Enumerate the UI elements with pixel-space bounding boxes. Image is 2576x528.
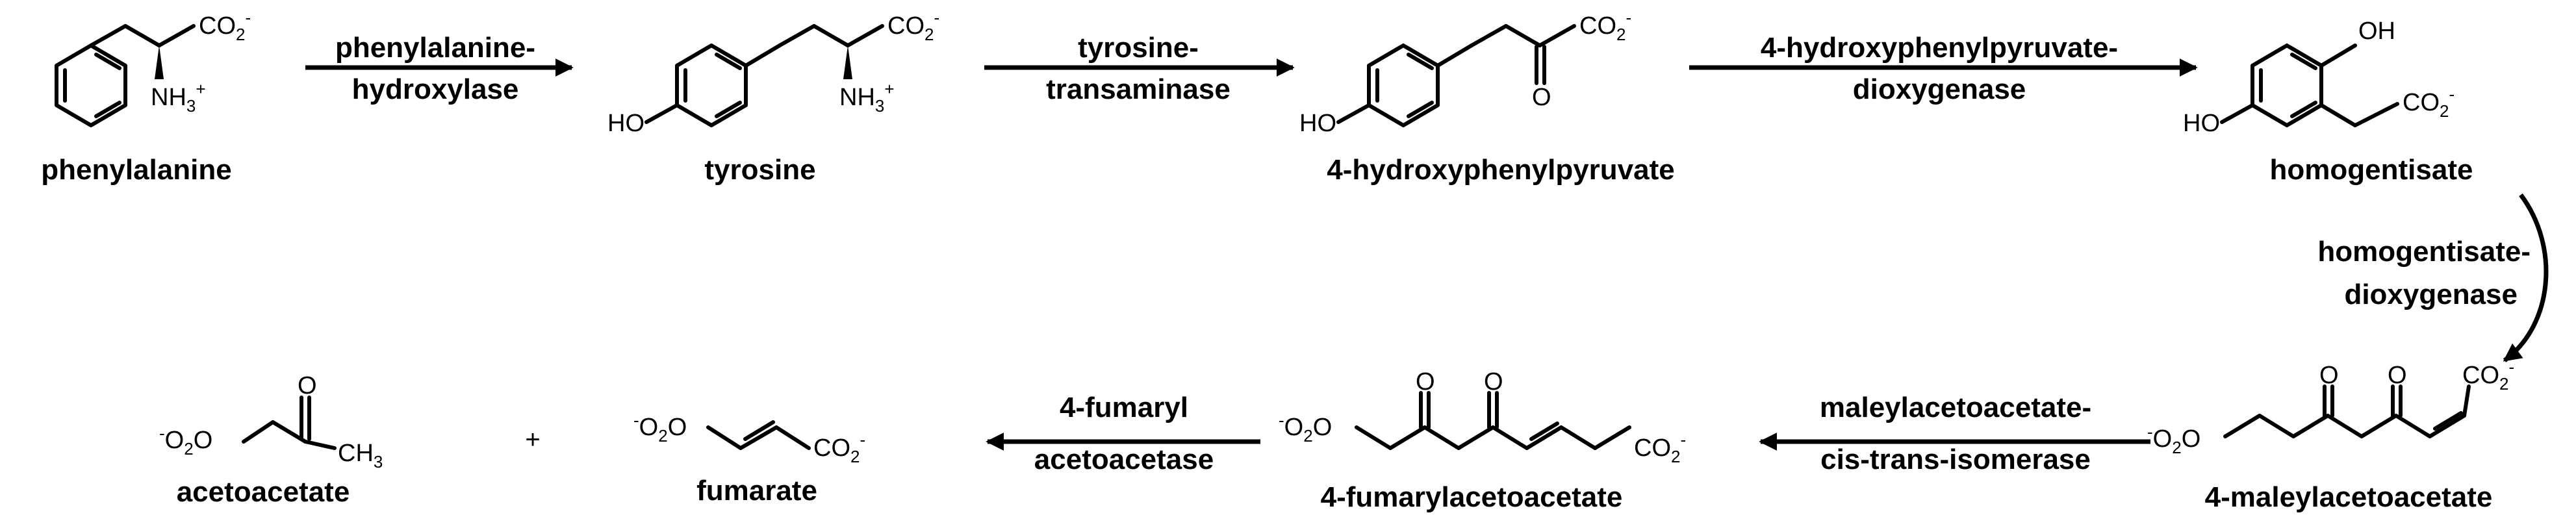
svg-text:OH: OH — [2358, 18, 2395, 45]
enzyme-4-fumaryl-acetoacetase: 4-fumaryl — [1060, 392, 1188, 423]
svg-text:CO2-: CO2- — [813, 430, 865, 466]
compound-name-4-maleylacetoacetate: 4-maleylacetoacetate — [2205, 481, 2493, 513]
enzyme-maleylacetoacetate-isomerase-line2: cis-trans-isomerase — [1820, 444, 2091, 475]
fumarylacetoacetate-structure: O O CO2- -O2O — [1279, 368, 1686, 466]
hydroxyphenylpyruvate-structure: O CO2- HO — [1299, 8, 1631, 137]
svg-text:O: O — [298, 372, 317, 399]
atom-label: CO — [199, 12, 236, 40]
fumarate-structure: -O2O CO2- — [633, 410, 865, 466]
compound-name-acetoacetate: acetoacetate — [177, 476, 350, 508]
compound-name-4-fumarylacetoacetate: 4-fumarylacetoacetate — [1321, 481, 1623, 513]
enzyme-4-hydroxyphenylpyruvate-dioxygenase: 4-hydroxyphenylpyruvate- — [1761, 32, 2118, 64]
svg-text:HO: HO — [1299, 110, 1336, 137]
svg-text:CH3: CH3 — [338, 440, 383, 471]
enzyme-homogentisate-dioxygenase-line2: dioxygenase — [2344, 279, 2518, 310]
svg-text:-O2O: -O2O — [1279, 410, 1332, 446]
homogentisate-structure: OH HO CO2- — [2183, 18, 2455, 137]
atom-label: NH — [151, 84, 186, 111]
svg-text:O: O — [1532, 84, 1551, 111]
compound-name-homogentisate: homogentisate — [2270, 154, 2473, 186]
svg-text:-O2O: -O2O — [633, 410, 687, 446]
enzyme-tyrosine-transaminase-line2: transaminase — [1046, 73, 1231, 105]
tyrosine-structure: CO2- NH3+ HO — [607, 8, 939, 137]
enzyme-phenylalanine-hydroxylase: phenylalanine- — [335, 32, 535, 64]
enzyme-tyrosine-transaminase: tyrosine- — [1078, 32, 1199, 64]
enzyme-maleylacetoacetate-isomerase: maleylacetoacetate- — [1820, 392, 2091, 423]
enzyme-homogentisate-dioxygenase: homogentisate- — [2317, 236, 2531, 268]
svg-text:CO2-: CO2- — [1634, 430, 1686, 466]
reaction-arrow-curved — [2503, 193, 2549, 362]
enzyme-phenylalanine-hydroxylase-line2: hydroxylase — [352, 73, 519, 105]
svg-text:O: O — [1484, 368, 1503, 396]
svg-text:CO2-: CO2- — [2403, 84, 2455, 121]
enzyme-4-hydroxyphenylpyruvate-dioxygenase-line2: dioxygenase — [1853, 73, 2026, 105]
svg-text:NH3+: NH3+ — [839, 79, 895, 116]
compound-name-fumarate: fumarate — [696, 475, 817, 507]
acetoacetate-structure: O -O2O CH3 — [159, 372, 383, 471]
svg-text:-O2O: -O2O — [159, 423, 212, 459]
compound-name-phenylalanine: phenylalanine — [41, 154, 231, 186]
svg-text:CO2-: CO2- — [1579, 8, 1631, 44]
svg-text:NH3+: NH3+ — [151, 79, 206, 116]
svg-text:CO2-: CO2- — [2462, 357, 2514, 394]
enzyme-4-fumaryl-acetoacetase-line2: acetoacetase — [1034, 444, 1214, 475]
phenylalanine-structure: CO2- NH3+ — [55, 8, 251, 127]
svg-text:CO2-: CO2- — [199, 8, 251, 44]
svg-text:HO: HO — [607, 110, 644, 137]
plus-sign: + — [525, 425, 540, 454]
svg-text:O: O — [2388, 362, 2407, 389]
compound-name-tyrosine: tyrosine — [704, 154, 815, 186]
svg-text:CO2-: CO2- — [887, 8, 939, 44]
maleylacetoacetate-structure: O O CO2- -O2O — [2147, 357, 2514, 457]
svg-text:-O2O: -O2O — [2147, 422, 2200, 457]
svg-text:O: O — [1416, 368, 1435, 396]
svg-text:HO: HO — [2183, 110, 2220, 137]
compound-name-4-hydroxyphenylpyruvate: 4-hydroxyphenylpyruvate — [1327, 154, 1675, 186]
svg-text:O: O — [2319, 362, 2339, 389]
